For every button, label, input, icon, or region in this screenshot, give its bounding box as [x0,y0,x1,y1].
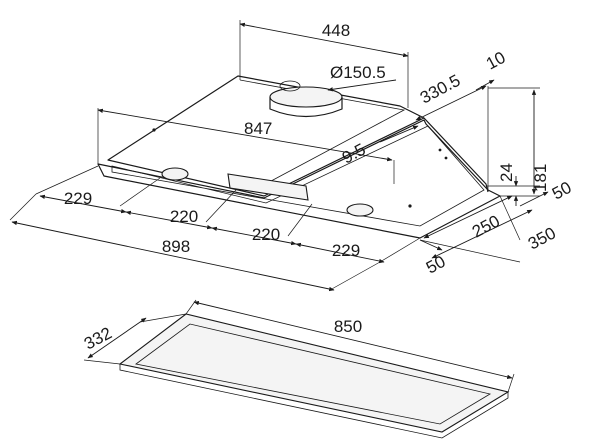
hood-body [97,75,501,239]
label-50-bottom: 50 [423,252,449,278]
label-50-right: 50 [549,178,575,204]
dim-330-5: 330.5 [415,71,489,190]
fixing-hole [152,128,156,132]
dim-10: 10 [475,48,509,91]
label-898: 898 [162,237,190,256]
light-left [161,167,189,181]
label-220-b: 220 [252,225,280,244]
control-panel [227,173,309,201]
label-448: 448 [322,21,350,40]
label-229-right: 229 [332,241,360,260]
hood-side-panel [423,117,489,193]
hood-inner-rim [111,125,485,227]
fixing-hole [438,148,442,152]
label-9-5: 9.5 [339,140,369,168]
dim-250: 250 [423,195,521,242]
light-right [346,203,374,217]
label-847: 847 [244,119,272,138]
dim-9-5: 9.5 [339,125,419,168]
label-181: 181 [531,164,550,192]
label-350: 350 [525,223,559,253]
dim-duct-diameter: Ø150.5 [327,63,397,92]
cutout-inner [135,323,492,425]
dim-847: 847 [97,108,395,184]
dim-850: 850 [185,299,515,393]
label-duct-diameter: Ø150.5 [330,63,386,82]
label-332: 332 [81,323,115,353]
label-850: 850 [334,317,362,336]
label-24: 24 [497,163,516,182]
label-220-a: 220 [170,207,198,226]
damper-flap [279,80,301,92]
cutout-template [118,313,510,439]
duct-collar [269,86,343,108]
dim-898: 898 [9,193,381,292]
fixing-hole [408,204,412,208]
label-330-5: 330.5 [417,71,463,108]
dim-448: 448 [239,20,409,108]
label-229-left: 229 [64,189,92,208]
fixing-hole [444,156,448,160]
hood-top-panel [107,75,425,197]
dim-heights: 24 181 [486,87,550,206]
label-10: 10 [483,48,509,74]
cutout-edge [119,364,509,439]
cutout-outline [118,313,510,433]
